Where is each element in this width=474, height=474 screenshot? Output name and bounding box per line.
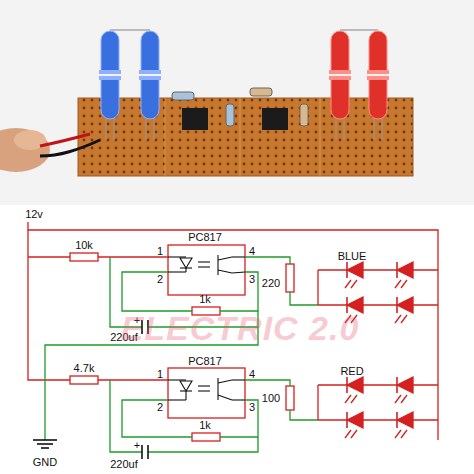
component-label: 4.7k [74, 363, 95, 374]
component-label: 4 [249, 246, 255, 257]
watermark: ELECTRIC 2.0 [121, 311, 360, 345]
component-label: 220 [262, 278, 280, 289]
component-label: 3 [249, 274, 255, 285]
component-label: 1 [157, 246, 163, 257]
component-label: 10k [75, 240, 93, 251]
component-label: GND [33, 457, 57, 468]
component-label: + [134, 440, 140, 451]
component-label: 1k [199, 294, 211, 305]
component-label: 1k [199, 420, 211, 431]
component-label: 4 [249, 369, 255, 380]
photo [0, 0, 474, 205]
schematic [28, 222, 438, 459]
component-label: 2 [157, 402, 163, 413]
component-label: 2 [157, 274, 163, 285]
component-label: RED [340, 366, 363, 377]
component-label: 100 [262, 393, 280, 404]
component-label: 12v [25, 209, 43, 220]
component-label: PC817 [188, 356, 222, 367]
component-label: 1 [157, 369, 163, 380]
component-label: 3 [249, 402, 255, 413]
component-label: BLUE [338, 251, 367, 262]
component-label: 220uf [110, 459, 138, 470]
component-label: PC817 [188, 232, 222, 243]
